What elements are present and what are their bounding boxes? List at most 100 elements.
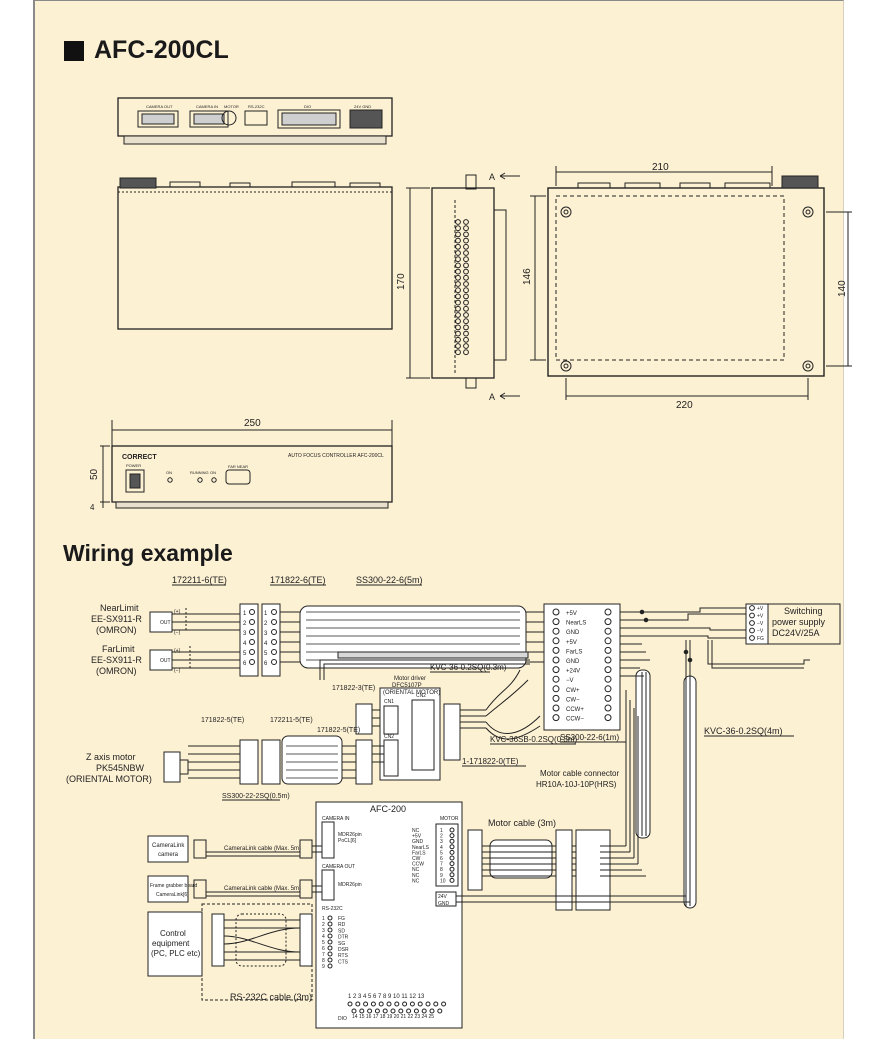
cn1-label: CN1 [384, 699, 394, 705]
psu-terminal-label: −V [757, 621, 764, 627]
rs232c-pin-number: 7 [322, 952, 325, 958]
terminal-label: CW− [566, 697, 580, 703]
rear-label-24v-gnd: 24V GND [354, 104, 371, 109]
terminal-screw-right [604, 685, 612, 693]
vent-hole [463, 312, 469, 318]
bottom-view: 210 220 146 140 [522, 162, 852, 411]
near-pin-plus: (+) [174, 609, 181, 615]
pin-number: 3 [264, 631, 268, 637]
dim-width-top: 210 [652, 162, 669, 173]
motor-pin-label: FarLS [412, 850, 426, 856]
dio-hole [421, 1008, 427, 1014]
rs232c-signal-label: SG [338, 941, 345, 947]
rs232c-pin-hole [327, 963, 333, 969]
cn2-label: CN2 [384, 734, 394, 740]
terminal-screw-right [604, 618, 612, 626]
psu-screw [749, 635, 755, 641]
near-pin-minus: (−) [174, 630, 181, 636]
terminal-label: CW+ [566, 688, 580, 694]
pin-number: 2 [243, 621, 247, 627]
far-limit-1: FarLimit [102, 644, 135, 654]
terminal-screw-left [552, 646, 560, 654]
vent-hole [455, 312, 461, 318]
side-view: 170 A A [396, 172, 520, 402]
motor-pin-number: 8 [440, 867, 443, 873]
motor-pin-number: 6 [440, 856, 443, 862]
front-led-on-2: ON [210, 470, 216, 475]
dio-hole [425, 1001, 431, 1007]
front-buttons: FAR NEAR [228, 464, 248, 469]
terminal-screw-right [604, 675, 612, 683]
terminal-label: CCW− [566, 717, 584, 723]
dim-front-height: 50 [89, 468, 100, 480]
terminal-screw-right [604, 627, 612, 635]
terminal-label: NearLS [566, 621, 586, 627]
terminal-screw-right [604, 694, 612, 702]
pin-hole [271, 649, 277, 655]
vent-hole [463, 219, 469, 225]
vent-hole [463, 256, 469, 263]
vent-hole [463, 299, 469, 306]
dio-hole [429, 1008, 435, 1014]
label-kvc-03: KVC-36-0.2SQ(0.3m) [430, 663, 507, 672]
psu-terminals [749, 605, 755, 641]
psu-label-3: DC24V/25A [772, 628, 820, 638]
wiring-diagram: 172211-6(TE) 171822-6(TE) SS300-22-6(5m)… [66, 575, 841, 1029]
motor-pin-label: CCW [412, 862, 424, 868]
dio-holes [347, 1001, 447, 1014]
dio-hole [394, 1001, 400, 1007]
label-ss300-1m: SS300-22-6(1m) [560, 733, 619, 742]
far-limit-2: EE-SX911-R [91, 655, 142, 665]
vent-hole [463, 281, 469, 287]
psu-terminal-label: +V [757, 606, 764, 612]
dio-hole [382, 1008, 388, 1014]
front-brand: CORRECT [122, 454, 157, 461]
far-pin-plus: (+) [174, 648, 181, 654]
vent-hole [463, 324, 469, 331]
rs232c-signal-label: RD [338, 922, 346, 928]
terminal-screw-left [552, 656, 560, 664]
frame-grabber-2: CameraLink[6] [156, 892, 189, 898]
vent-hole [463, 349, 469, 356]
rs232c-pin-hole [327, 945, 333, 951]
terminal-label: GND [566, 659, 580, 665]
z-axis-3: (ORIENTAL MOTOR) [66, 774, 152, 784]
motor-driver-2: DFC5107P [392, 683, 422, 689]
motor-pin-label: NC [412, 828, 420, 834]
label-172211-5: 172211-5(TE) [270, 717, 313, 724]
vent-hole [455, 318, 461, 325]
label-ss300-5m: SS300-22-6(5m) [356, 575, 423, 585]
motor-pin-hole [449, 855, 455, 861]
control-1: Control [160, 929, 186, 938]
control-2: equipment [152, 939, 190, 948]
motor-pin-label: NC [412, 878, 420, 884]
label-171822-5: 171822-5(TE) [201, 717, 244, 724]
motor-driver-1: Motor driver [394, 676, 426, 682]
pin-hole [249, 629, 255, 635]
motor-cable-conn-1: Motor cable connector [540, 769, 619, 778]
vent-hole [455, 324, 461, 331]
motor-pin-number: 3 [440, 839, 443, 845]
rear-label-motor: MOTOR [224, 104, 239, 109]
front-model: AUTO FOCUS CONTROLLER AFC-200CL [288, 453, 384, 459]
pin-hole [249, 649, 255, 655]
camlink-cable-1: CameraLink cable (Max. 5m) [224, 846, 301, 852]
power-24v: 24V [438, 894, 448, 900]
dio-hole [355, 1001, 361, 1007]
vent-hole [455, 299, 461, 306]
terminal-screw-right [604, 704, 612, 712]
vent-hole [463, 318, 469, 325]
rs232c-pin-number: 5 [322, 940, 325, 946]
near-pin-out: OUT [160, 620, 171, 626]
dim-width-bottom: 220 [676, 400, 693, 411]
motor-pin-label: NearLS [412, 845, 430, 851]
vent-hole [455, 250, 461, 256]
heading-square-icon [64, 40, 84, 61]
terminal-screw-right [604, 714, 612, 722]
terminal-label: +5V [566, 611, 577, 617]
terminal-screw-left [552, 608, 560, 616]
rear-label-camera-out: CAMERA OUT [146, 104, 173, 109]
dim-front-small: 4 [90, 503, 95, 512]
dio-hole [390, 1008, 396, 1014]
